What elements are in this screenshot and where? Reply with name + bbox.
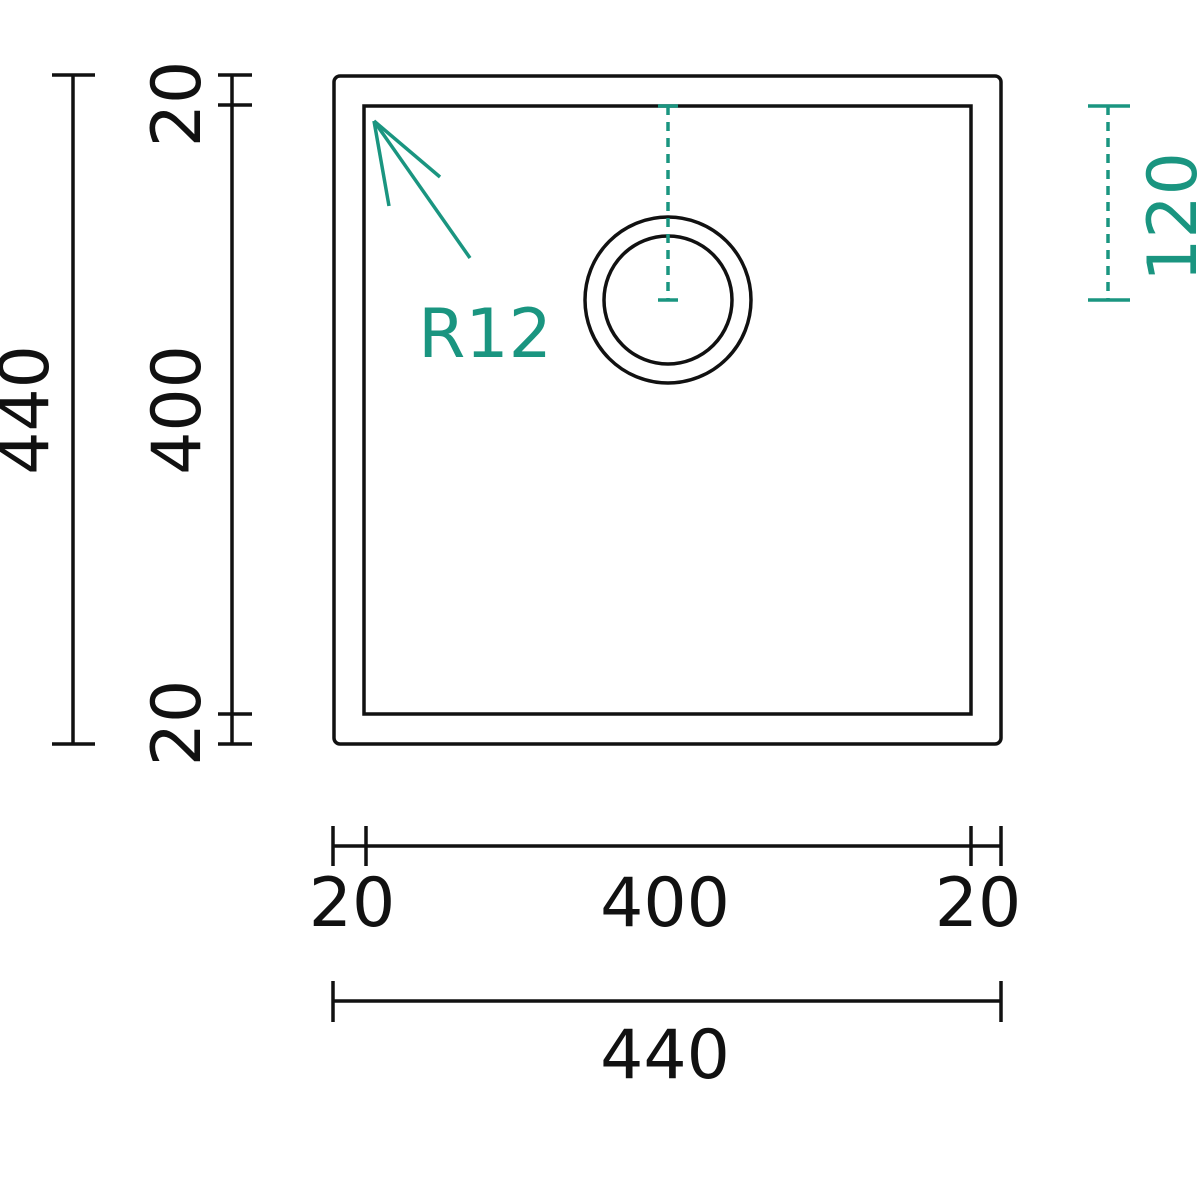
bottom-overall-label: 440 bbox=[600, 1016, 730, 1095]
radius-arrow bbox=[372, 119, 472, 260]
radius-label: R12 bbox=[418, 295, 552, 374]
left-inner-label: 400 bbox=[138, 345, 217, 475]
sink-inner-outline bbox=[362, 104, 973, 716]
left-overall-label: 440 bbox=[0, 345, 65, 475]
drain-offset-line bbox=[658, 104, 678, 302]
left-overall-dimension bbox=[52, 73, 95, 746]
drain-offset-label: 120 bbox=[1134, 152, 1200, 282]
bottom-left-rim-label: 20 bbox=[309, 864, 396, 943]
bottom-chain-dimension bbox=[331, 826, 1003, 866]
bottom-overall-dimension bbox=[331, 981, 1003, 1022]
bottom-right-rim-label: 20 bbox=[935, 864, 1022, 943]
left-top-rim-label: 20 bbox=[138, 61, 217, 148]
drain-offset-dimension bbox=[1088, 104, 1130, 302]
left-bottom-rim-label: 20 bbox=[138, 680, 217, 767]
drain-outer-ring bbox=[583, 215, 753, 385]
sink-outer-outline bbox=[332, 74, 1003, 746]
bottom-inner-label: 400 bbox=[600, 864, 730, 943]
left-chain-dimension bbox=[218, 73, 252, 746]
